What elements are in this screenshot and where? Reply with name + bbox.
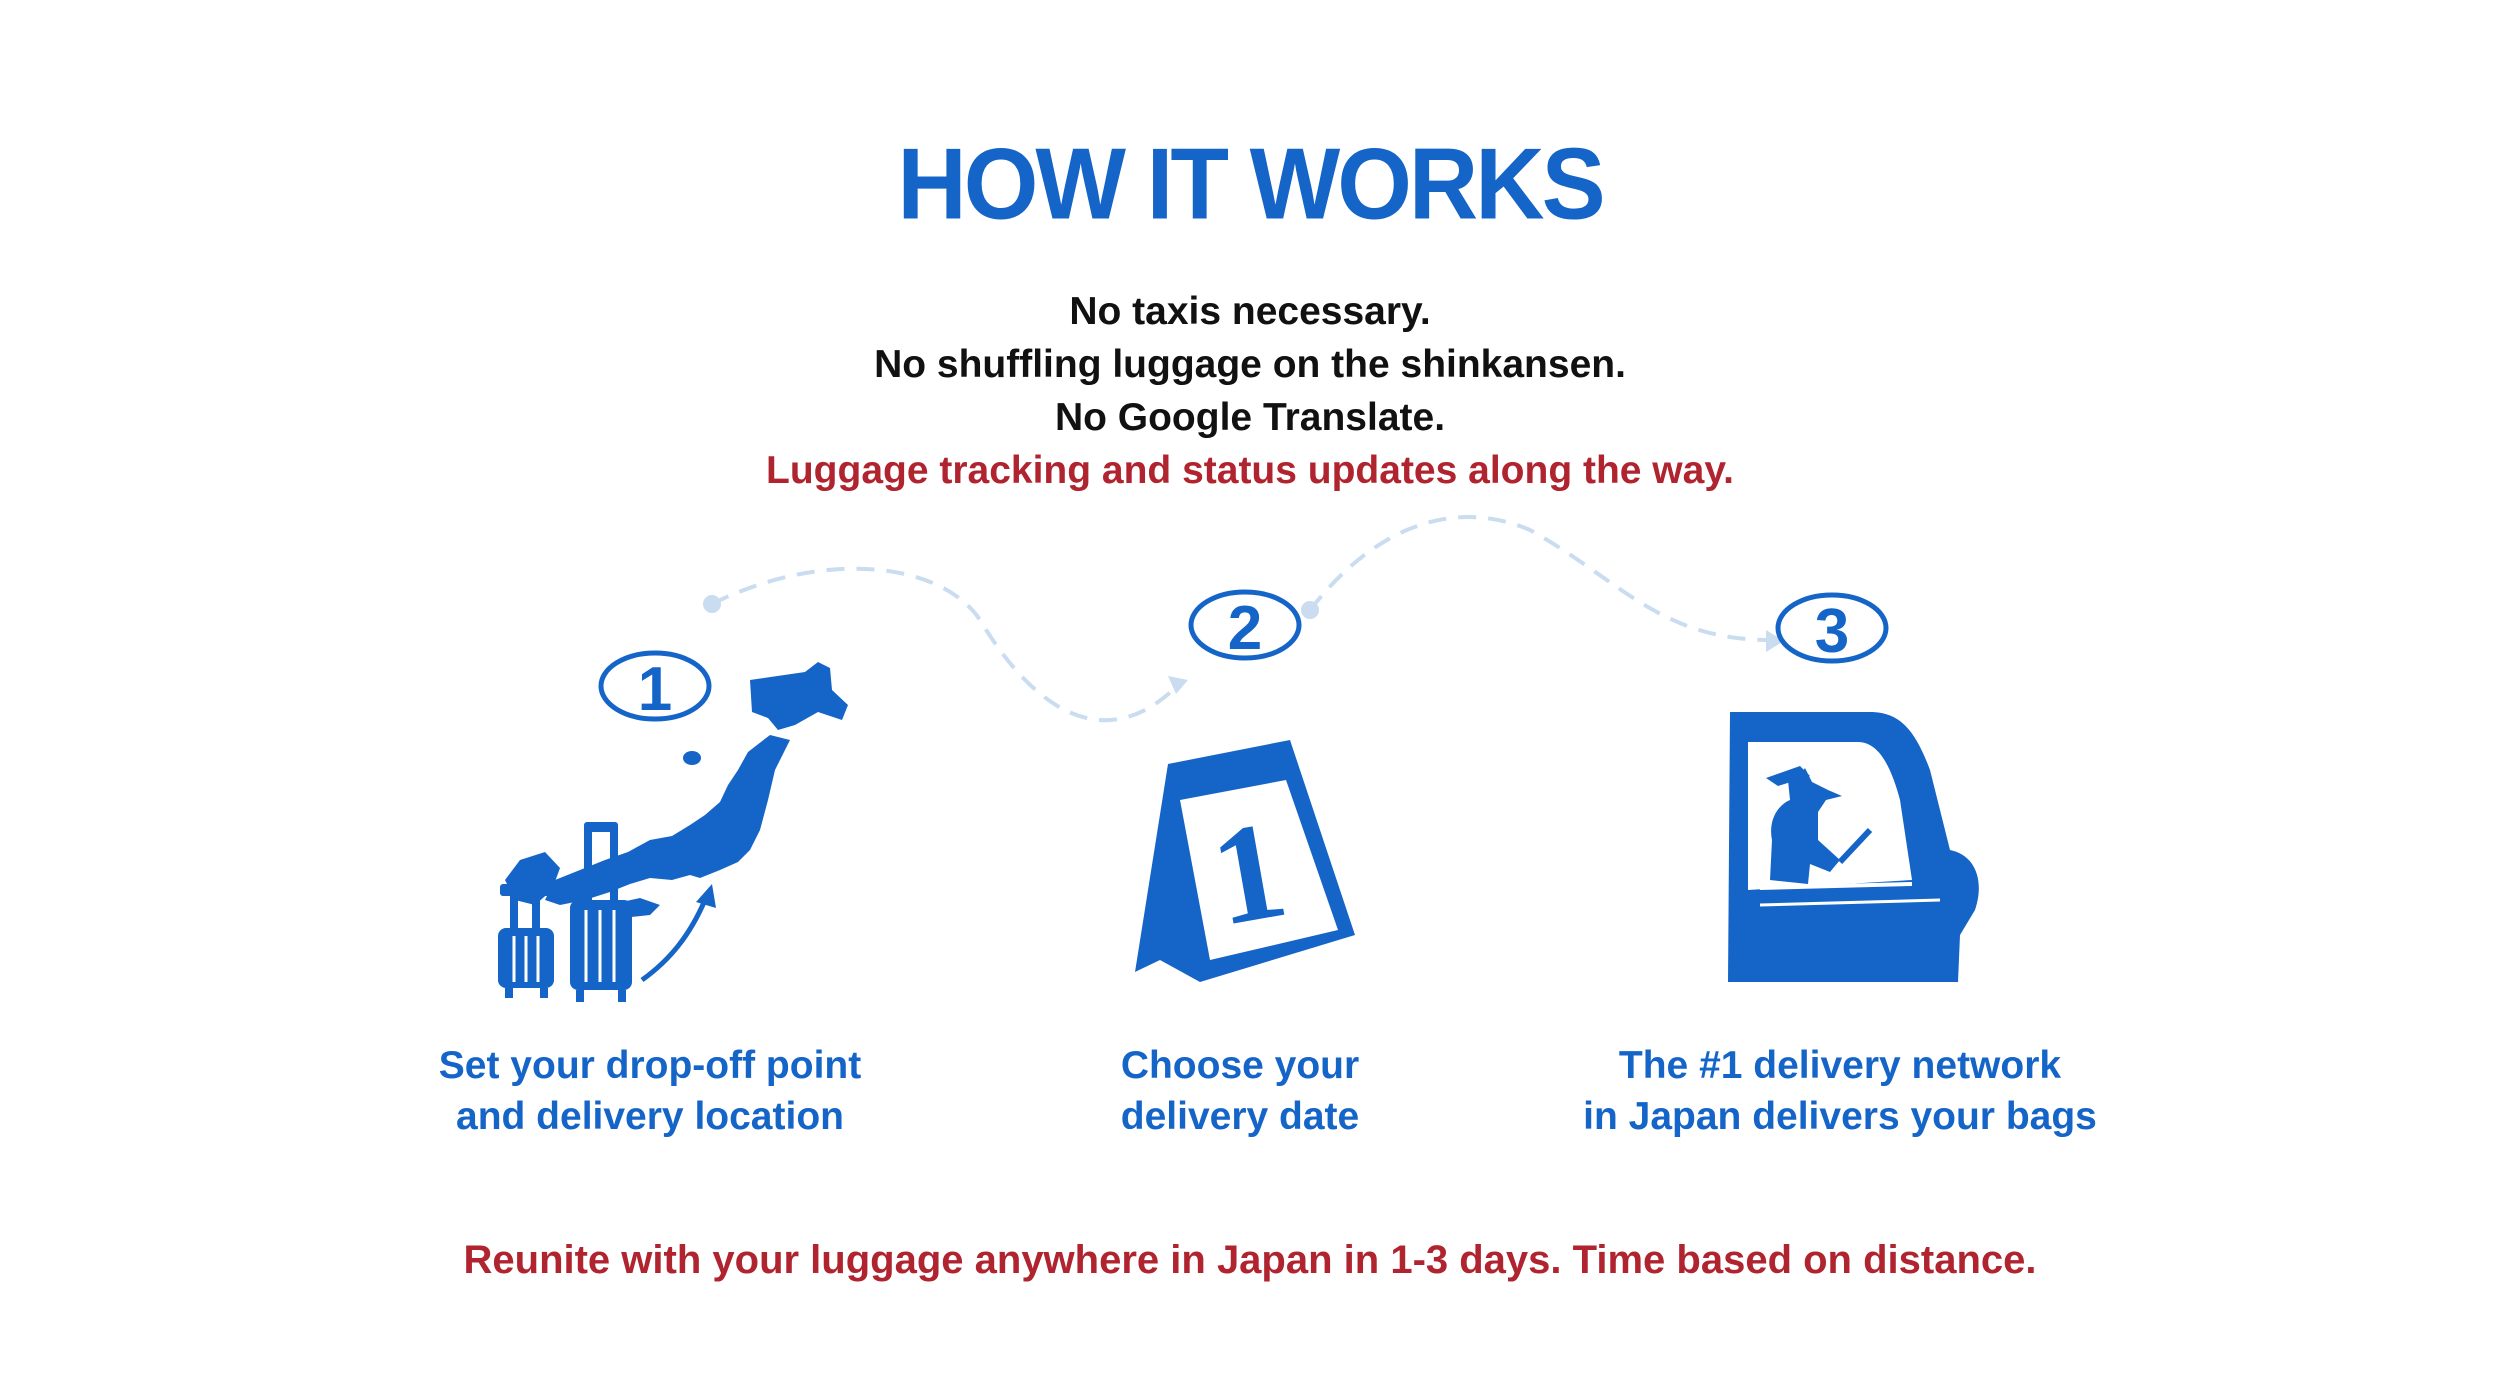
delivery-truck-icon	[1728, 712, 1979, 982]
step-2-caption: Choose your delivery date	[1000, 1040, 1480, 1142]
step-number: 3	[1815, 597, 1849, 666]
step-1-caption: Set your drop-off point and delivery loc…	[350, 1040, 950, 1142]
step-3-caption: The #1 delivery network in Japan deliver…	[1500, 1040, 2180, 1142]
intro-text: No taxis necessary. No shuffling luggage…	[0, 285, 2500, 497]
step-number: 2	[1228, 594, 1262, 663]
footer-note: Reunite with your luggage anywhere in Ja…	[463, 1238, 2037, 1282]
caption-line: and delivery location	[456, 1095, 844, 1138]
step-2-badge: 2	[1188, 589, 1302, 663]
path-dot	[703, 595, 721, 613]
caption-line: Set your drop-off point	[438, 1044, 862, 1087]
path-arrowhead	[1168, 676, 1188, 694]
path-dot	[1301, 601, 1319, 619]
calendar-icon: 1	[1135, 740, 1355, 982]
caption-line: The #1 delivery network	[1618, 1044, 2062, 1087]
intro-line: No Google Translate.	[1054, 396, 1446, 439]
path-arrowhead	[1766, 630, 1784, 652]
intro-highlight: Luggage tracking and status updates alon…	[766, 449, 1734, 492]
curved-arrow-icon	[640, 884, 716, 983]
step-1-badge: 1	[598, 650, 712, 724]
intro-line: No shuffling luggage on the shinkansen.	[874, 343, 1626, 386]
page-title: HOW IT WORKS	[897, 128, 1605, 241]
caption-line: Choose your	[1120, 1044, 1360, 1087]
dashed-path	[711, 515, 1771, 723]
caption-line: in Japan delivers your bags	[1583, 1095, 2097, 1138]
step-number: 1	[638, 655, 672, 724]
step-3-badge: 3	[1775, 592, 1889, 666]
intro-line: No taxis necessary.	[1069, 290, 1431, 333]
suitcase-stripes	[512, 910, 616, 982]
caption-line: delivery date	[1120, 1095, 1360, 1138]
